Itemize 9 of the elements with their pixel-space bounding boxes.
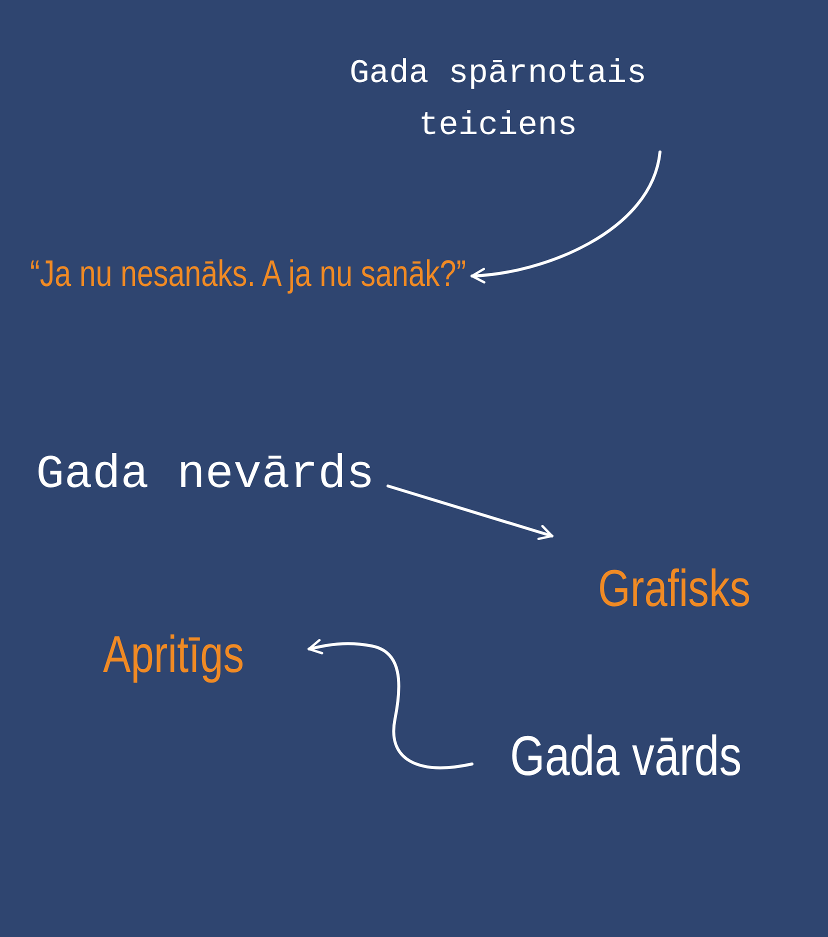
curved-arrow bbox=[308, 638, 474, 770]
curved-arrow bbox=[470, 150, 662, 283]
quote-text: “Ja nu nesanāks. A ja nu sanāk?” bbox=[30, 252, 466, 296]
category-label: Gada nevārds bbox=[36, 448, 374, 504]
category-label: Gada spārnotais teiciens bbox=[318, 48, 678, 152]
category-label: Gada vārds bbox=[510, 722, 742, 789]
answer-text: Grafisks bbox=[598, 558, 751, 620]
curved-arrow bbox=[386, 484, 554, 540]
answer-text: Apritīgs bbox=[103, 624, 244, 686]
